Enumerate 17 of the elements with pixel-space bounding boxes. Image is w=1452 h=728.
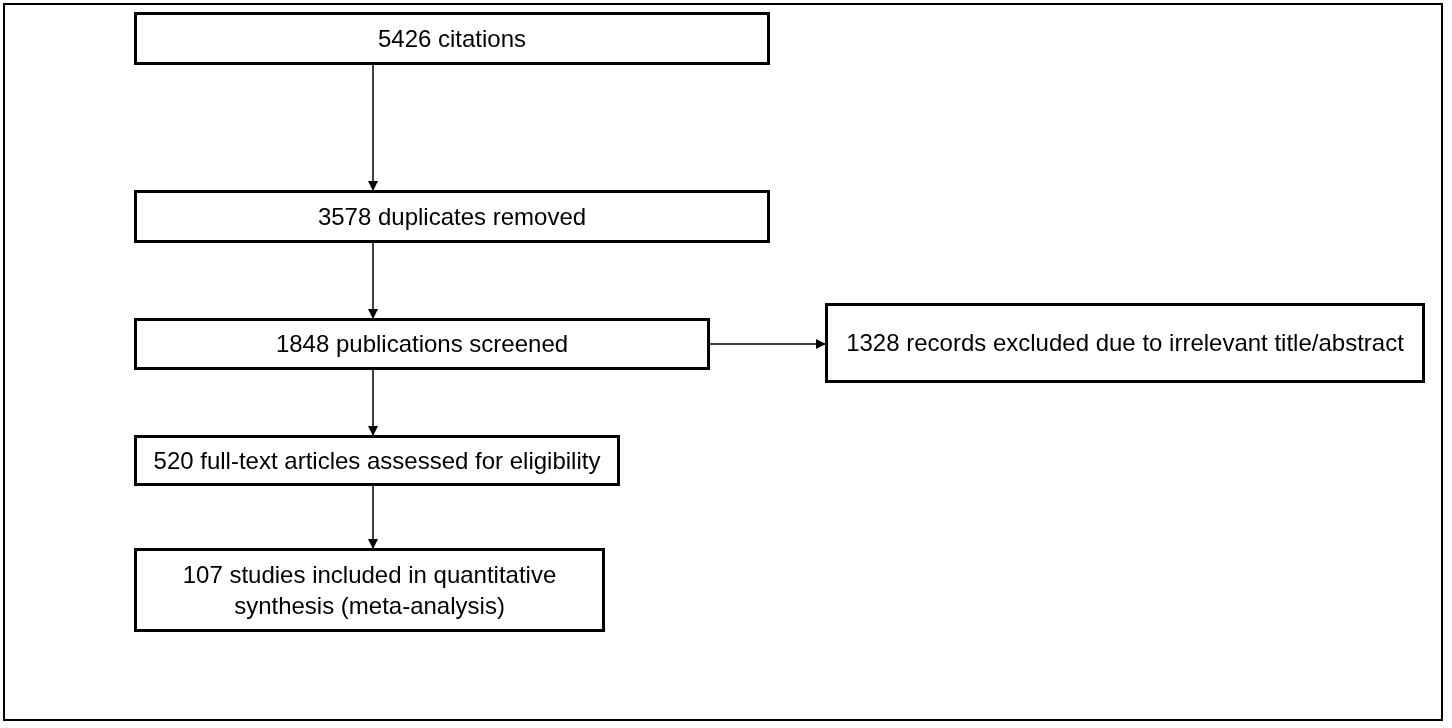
process-box <box>134 548 605 632</box>
box-text: 1848 publications screened <box>275 329 569 360</box>
arrow <box>709 339 826 349</box>
process-box <box>134 190 770 243</box>
arrow <box>368 369 378 436</box>
box-text: 1328 records excluded due to irrelevant title/abstract <box>846 328 1404 359</box>
arrow <box>368 485 378 549</box>
process-box <box>134 318 710 370</box>
process-box <box>134 435 620 486</box>
arrow <box>368 242 378 319</box>
box-text: 3578 duplicates removed <box>317 201 587 232</box>
box-text: 520 full-text articles assessed for eligibility <box>153 445 601 476</box>
box-text: 107 studies included in quantitative synthesis (meta-analysis) <box>181 559 558 621</box>
box-text: 5426 citations <box>377 23 527 54</box>
process-box <box>134 12 770 65</box>
arrow <box>368 64 378 191</box>
process-box <box>825 303 1425 383</box>
